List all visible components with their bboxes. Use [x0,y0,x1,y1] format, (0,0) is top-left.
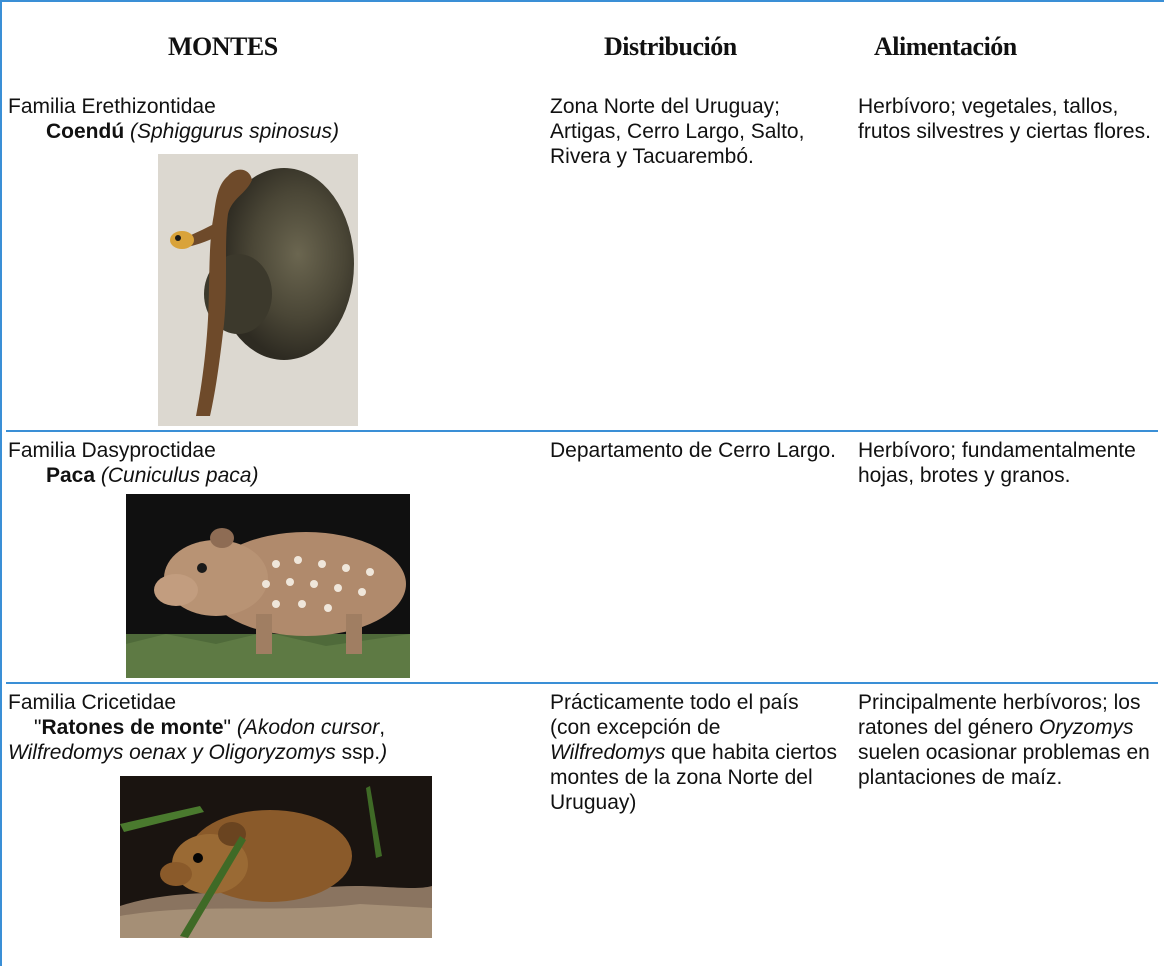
header-montes: MONTES [168,32,278,61]
header-distribucion: Distribución [604,32,737,61]
species-name: Paca (Cuniculus paca) [8,463,538,488]
row-divider [6,430,1158,432]
quote-open: " [34,716,42,739]
alimentacion-cell: Principalmente herbívoros; los ratones d… [858,690,1158,790]
alimentacion-cell: Herbívoro; vegetales, tallos, frutos sil… [858,95,1151,143]
scientific-name-comma: , [379,716,386,739]
common-name: Coendú [46,120,125,143]
paca-photo [126,494,410,678]
alimentacion-cell: Herbívoro; fundamentalmente hojas, brote… [858,439,1136,487]
species-cell: Familia Erethizontidae Coendú (Sphigguru… [8,94,538,144]
paren-close: ) [380,741,388,764]
scientific-name-part2: Wilfredomys oenax y Oligoryzomys [8,741,336,764]
distribucion-genus: Wilfredomys [550,741,666,764]
species-cell: Familia Dasyproctidae Paca (Cuniculus pa… [8,438,538,488]
scientific-name: (Cuniculus paca) [100,464,259,487]
distribucion-cell: Departamento de Cerro Largo. [550,439,836,462]
familia-label: Familia Erethizontidae [8,95,216,118]
distribucion-cell: Prácticamente todo el país (con excepció… [550,690,840,815]
scientific-name-part1: (Akodon cursor [236,716,380,739]
ssp-label: ssp. [335,741,381,764]
species-cell: Familia Cricetidae "Ratones de monte" (A… [8,690,538,765]
coendu-photo [158,154,358,426]
common-name: Ratones de monte [41,716,224,739]
familia-label: Familia Dasyproctidae [8,439,216,462]
quote-close: " [223,716,231,739]
alimentacion-part2: suelen ocasionar problemas en plantacion… [858,741,1150,789]
table-row-ratones: Familia Cricetidae "Ratones de monte" (A… [2,690,1158,950]
species-name: Coendú (Sphiggurus spinosus) [8,119,538,144]
distribucion-cell: Zona Norte del Uruguay; Artigas, Cerro L… [550,95,805,168]
species-name: "Ratones de monte" (Akodon cursor, [8,715,538,740]
species-name-line2: Wilfredomys oenax y Oligoryzomys ssp.) [8,740,538,765]
table-row-coendu: Familia Erethizontidae Coendú (Sphigguru… [2,94,1158,430]
common-name: Paca [46,464,96,487]
alimentacion-part1: Principalmente herbívoros; los ratones d… [858,691,1141,739]
header-alimentacion: Alimentación [874,32,1017,61]
raton-photo [120,776,432,938]
distribucion-part1: Prácticamente todo el país (con excepció… [550,691,799,739]
scientific-name: (Sphiggurus spinosus) [130,120,339,143]
row-divider [6,682,1158,684]
table-row-paca: Familia Dasyproctidae Paca (Cuniculus pa… [2,438,1158,682]
alimentacion-genus: Oryzomys [1038,716,1134,739]
frame-left-border [0,0,2,966]
familia-label: Familia Cricetidae [8,691,177,714]
frame-top-border [0,0,1164,2]
distribucion-part2: que habita ciertos montes de la zona Nor… [550,741,837,814]
